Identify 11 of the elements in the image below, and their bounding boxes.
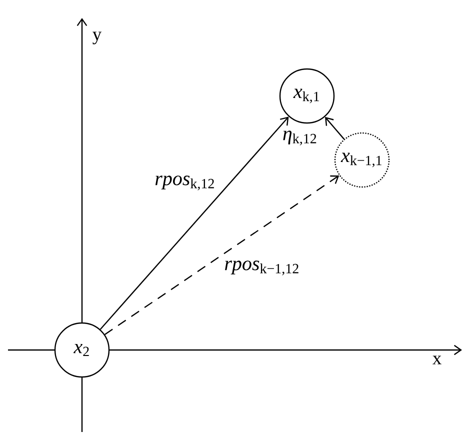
axis-label: x: [432, 356, 442, 364]
axis-label: y: [92, 32, 102, 44]
edge-label: rpos$_{k−1,12}$: [222, 259, 302, 277]
circle-node: x$_{k−1,1}$: [334, 132, 390, 188]
arrow: [104, 175, 340, 335]
edge-label: η$_{k,12}$: [281, 129, 319, 147]
arrow: [325, 116, 344, 140]
arrow: [100, 116, 289, 330]
edge-label: rpos$_{k,12}$: [153, 174, 217, 192]
circle-node: x$_{2}$: [54, 322, 110, 378]
circle-node: x$_{k,1}$: [279, 68, 335, 124]
